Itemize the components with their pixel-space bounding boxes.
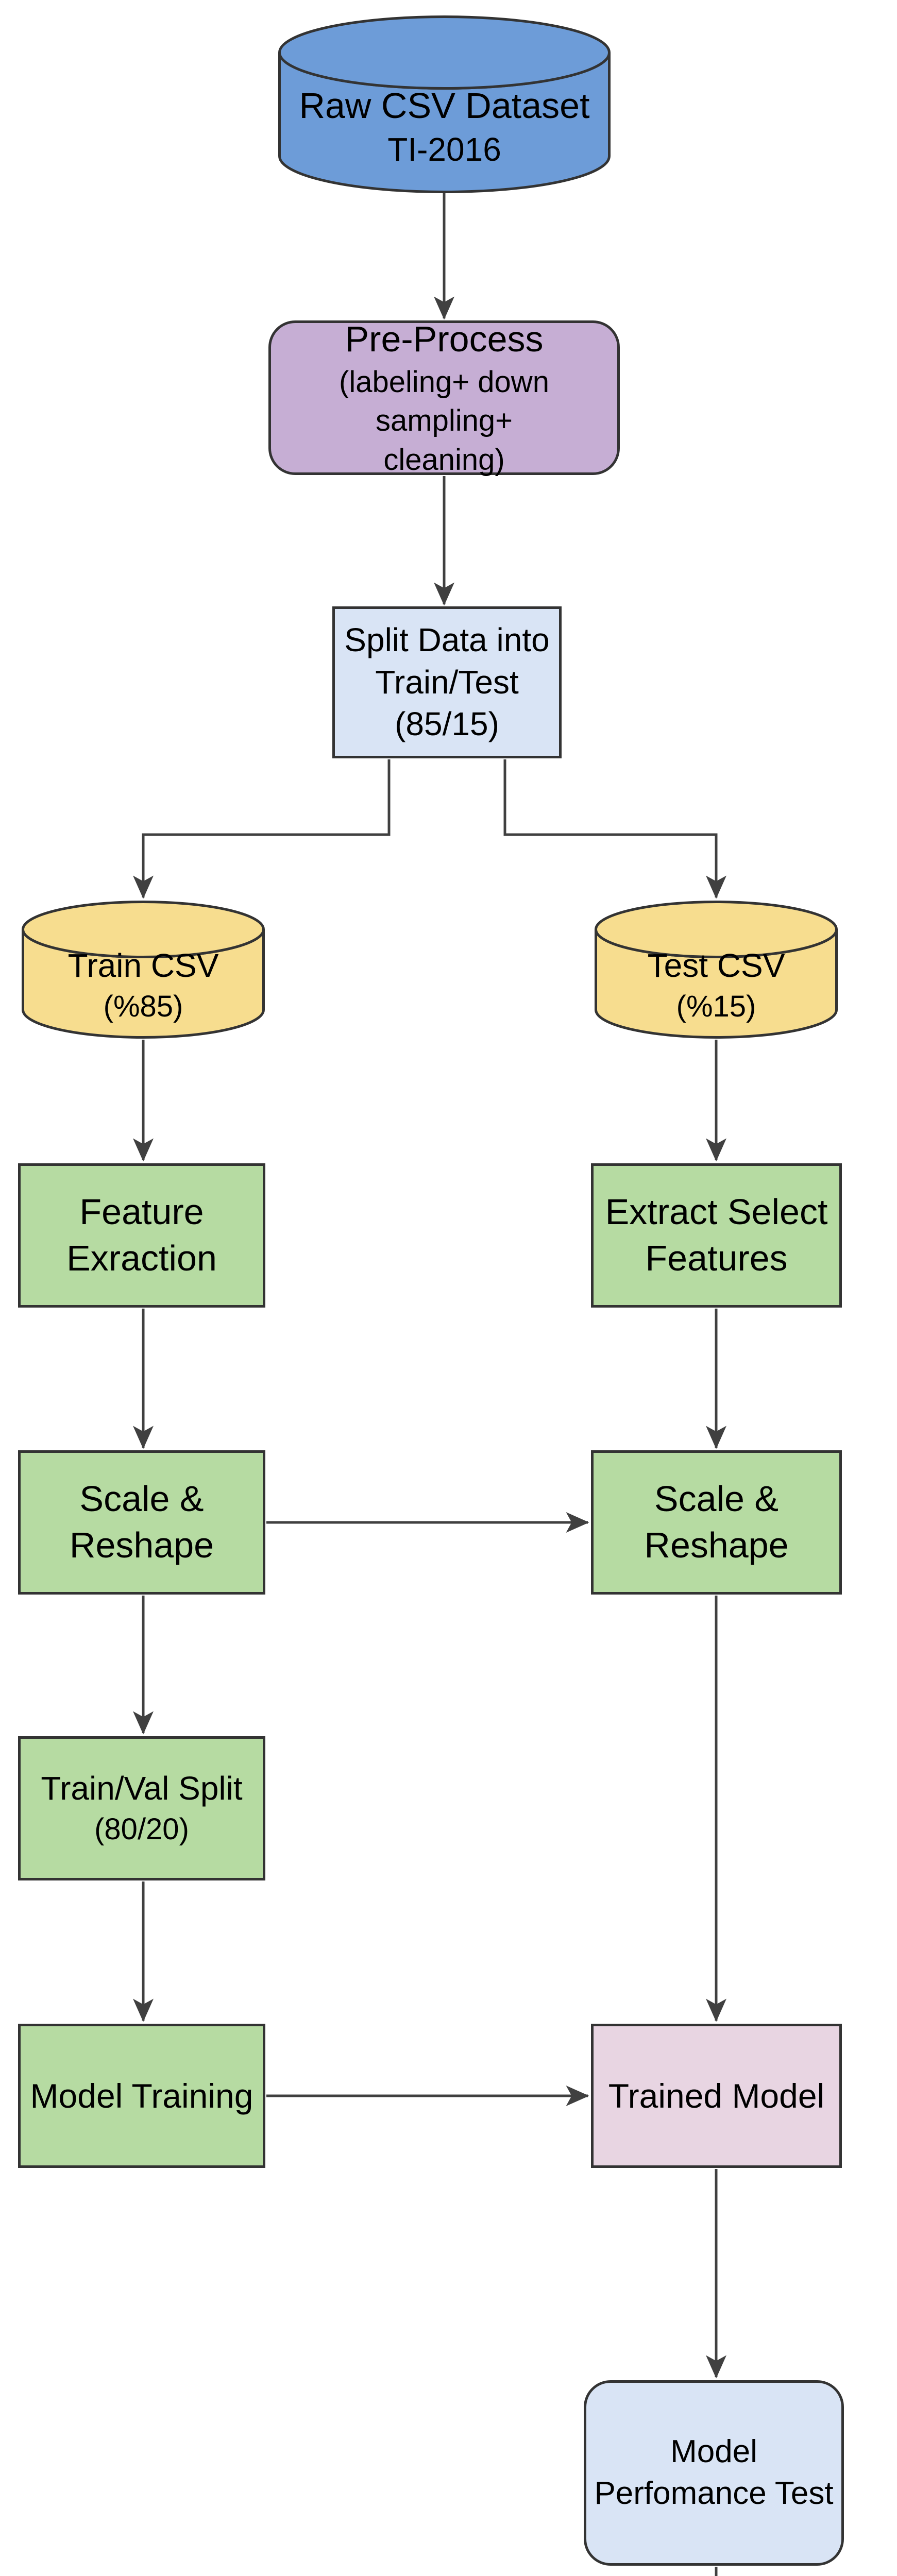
node-sublabel: (%15) (676, 990, 756, 1024)
node-sublabel: (85/15) (395, 705, 499, 743)
node-label: Trained Model (608, 2076, 825, 2115)
node-label: Model (670, 2434, 757, 2470)
node-split-data: Split Data into Train/Test (85/15) (332, 606, 562, 758)
node-pre-process: Pre-Process (labeling+ down sampling+ cl… (268, 319, 620, 477)
cylinder-rim (22, 901, 265, 958)
node-trained-model: Trained Model (591, 2024, 842, 2168)
cylinder-shape (595, 901, 838, 1039)
node-label: Train/Test (375, 663, 519, 701)
node-scale-reshape-right: Scale & Reshape (591, 1450, 842, 1595)
node-label: Reshape (69, 1525, 214, 1565)
node-model-training: Model Training (18, 2024, 265, 2168)
node-label: Train/Val Split (41, 1770, 243, 1807)
node-label: Extract Select (605, 1192, 828, 1232)
node-label: Raw CSV Dataset (299, 85, 590, 126)
node-extract-select-features: Extract Select Features (591, 1163, 842, 1308)
node-label: Reshape (644, 1525, 789, 1565)
node-label: Exraction (66, 1238, 217, 1278)
node-label: Perfomance Test (594, 2476, 834, 2511)
node-label: Scale & (654, 1479, 779, 1519)
node-label: Split Data into (344, 621, 550, 658)
cylinder-rim (278, 15, 611, 90)
connector-split-to-train-csv (133, 759, 391, 899)
node-label: Model Training (30, 2076, 253, 2115)
node-label: Test CSV (647, 947, 785, 985)
node-label: Train CSV (67, 947, 219, 985)
cylinder-rim (595, 901, 838, 958)
node-sublabel: (labeling+ down sampling+ (339, 365, 549, 438)
node-sublabel: (%85) (103, 990, 183, 1024)
node-feature-extraction: Feature Exraction (18, 1163, 265, 1308)
node-label: Features (645, 1238, 788, 1278)
connector-split-to-test-csv (503, 759, 726, 899)
node-train-csv: Train CSV (%85) (22, 901, 265, 1039)
node-train-val-split: Train/Val Split (80/20) (18, 1736, 265, 1880)
cylinder-shape (278, 15, 611, 193)
node-raw-csv-dataset: Raw CSV Dataset TI-2016 (278, 15, 611, 193)
node-label: Pre-Process (345, 319, 544, 360)
node-sublabel: (80/20) (94, 1812, 189, 1846)
node-sublabel: TI-2016 (387, 131, 501, 168)
node-model-performance-test: Model Perfomance Test (584, 2380, 844, 2566)
node-scale-reshape-left: Scale & Reshape (18, 1450, 265, 1595)
cylinder-shape (22, 901, 265, 1039)
node-test-csv: Test CSV (%15) (595, 901, 838, 1039)
node-sublabel: cleaning) (383, 443, 505, 477)
node-label: Feature (79, 1192, 204, 1232)
node-label: Scale & (79, 1479, 204, 1519)
